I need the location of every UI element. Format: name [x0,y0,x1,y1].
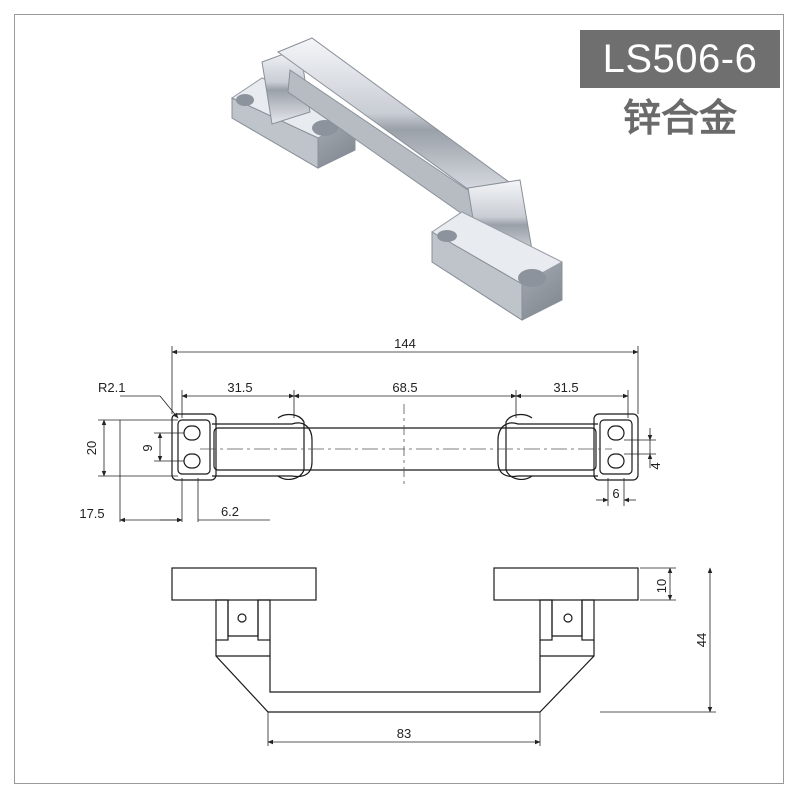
side-view-dimension-labels: 10 44 83 [397,579,709,741]
dim-right-span: 31.5 [553,380,578,395]
dim-hole-spacing: 9 [140,444,155,451]
side-view-dimensions [267,567,716,746]
dim-overall-length: 144 [394,336,416,351]
top-view-dimension-labels: 144 31.5 68.5 31.5 R2.1 20 9 4 6 17.5 6.… [79,336,663,521]
product-photo [230,37,564,321]
dim-corner-radius: R2.1 [98,380,125,395]
dim-hole-center-offset: 17.5 [79,506,104,521]
outer-frame [14,14,784,784]
dim-base-thickness: 10 [654,579,669,593]
dim-slot-length: 6 [612,486,619,501]
dim-inner-grip-length: 83 [397,726,411,741]
model-number-badge: LS506-6 [580,30,780,88]
dim-hole-edge-offset: 6.2 [221,504,239,519]
dim-left-span: 31.5 [227,380,252,395]
top-view [171,404,639,484]
side-view [171,567,639,713]
dim-base-width: 20 [84,441,99,455]
dim-slot-width: 4 [648,462,663,469]
dim-total-height: 44 [694,633,709,647]
dim-center-span: 68.5 [392,380,417,395]
top-view-dimensions [98,346,656,523]
material-label: 锌合金 [622,96,737,140]
